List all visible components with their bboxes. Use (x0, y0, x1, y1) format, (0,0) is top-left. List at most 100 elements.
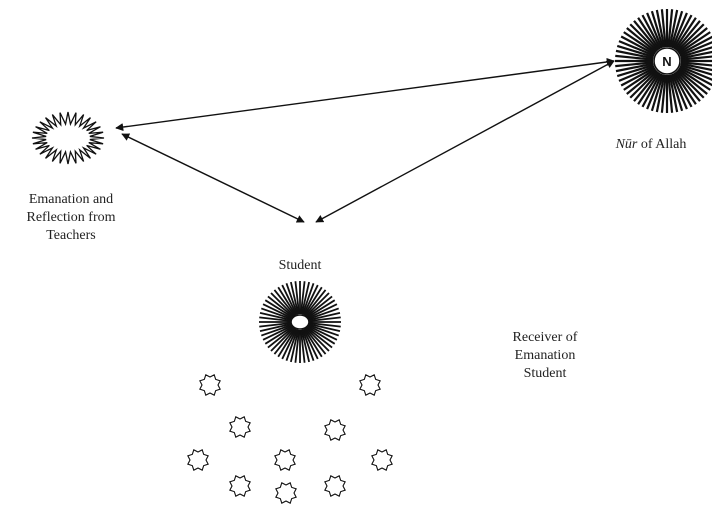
teacher-emanation-icon (31, 111, 105, 165)
sun-ray (306, 303, 338, 320)
sun-ray (680, 61, 712, 67)
sun-ray (677, 69, 708, 95)
sun-ray (306, 324, 338, 341)
sun-ray (259, 312, 293, 322)
receiver-star-icon (199, 374, 221, 396)
sun-ray (305, 292, 330, 317)
sun-ray (673, 17, 697, 50)
teachers-label-line-3: Teachers (46, 228, 96, 243)
sun-ray (629, 23, 658, 52)
sun-ray (300, 329, 310, 363)
sun-ray (672, 14, 693, 50)
receiver-star-icon (275, 482, 297, 504)
sun-ray (675, 71, 701, 102)
receiver-label-line-1: Receiver of (512, 330, 578, 345)
sun-ray (290, 281, 300, 315)
sun-ray (650, 74, 664, 112)
sun-ray (261, 307, 293, 321)
sun-ray (633, 71, 659, 102)
sun-ray (300, 281, 306, 315)
sun-ray (307, 307, 339, 321)
sun-ray (679, 41, 712, 57)
sun-ray (615, 49, 654, 60)
receiver-label-line-3: Student (523, 366, 567, 381)
sun-ray (660, 74, 667, 113)
sun-ray (307, 323, 339, 337)
arrow-teachers-nur (115, 57, 615, 132)
sun-ray (678, 67, 711, 91)
sun-ray (281, 284, 298, 316)
sun-ray (277, 286, 297, 316)
sun-ray (303, 328, 323, 358)
sun-ray (641, 14, 662, 50)
sun-ray (264, 325, 294, 345)
sun-ray (667, 9, 674, 48)
sun-ray (306, 325, 336, 345)
teachers-label: Emanation and Reflection from Teachers (0, 191, 142, 245)
sun-ray (300, 281, 310, 315)
nur-label-rest: of Allah (637, 137, 687, 152)
nur-label: Nūr of Allah (590, 136, 712, 154)
sun-ray (676, 70, 705, 99)
sun-ray (302, 284, 319, 316)
student-core (290, 314, 310, 330)
sun-ray (615, 62, 654, 73)
nur-core (653, 47, 681, 75)
sun-ray (618, 65, 655, 82)
sun-ray (623, 31, 656, 55)
sun-ray (285, 329, 299, 361)
sun-ray (277, 328, 297, 358)
sun-ray (670, 10, 684, 48)
nur-symbol: N (662, 54, 671, 69)
sun-ray (262, 303, 294, 320)
receiver-star-icon (324, 475, 346, 497)
sun-ray (294, 329, 300, 363)
sun-ray (678, 66, 712, 87)
sun-ray (615, 54, 654, 61)
sun-ray (673, 72, 697, 105)
sun-ray (616, 44, 654, 58)
sun-ray (668, 74, 679, 113)
sun-ray (618, 40, 655, 57)
sun-ray (637, 17, 661, 50)
sun-ray (267, 326, 295, 349)
sun-ray (626, 69, 657, 95)
sun-ray (615, 61, 654, 68)
sun-ray (270, 292, 295, 317)
receiver-star-icon (229, 475, 251, 497)
sun-ray (273, 289, 296, 317)
sun-ray (633, 20, 659, 51)
sun-ray (629, 70, 658, 99)
sun-ray (650, 10, 664, 48)
sun-ray (307, 322, 341, 328)
receiver-star-icon (274, 449, 296, 471)
sun-ray (305, 295, 333, 318)
sun-ray (302, 328, 319, 360)
sun-ray (616, 64, 654, 78)
sun-ray (646, 73, 663, 110)
sun-ray (259, 322, 293, 328)
sun-ray (290, 329, 300, 363)
sun-ray (641, 72, 662, 108)
sun-ray (668, 9, 679, 48)
teachers-label-line-2: Reflection from (26, 210, 116, 225)
nur-label-italic: Nūr (615, 137, 638, 152)
sun-ray (264, 299, 294, 319)
sun-ray (678, 35, 712, 56)
sun-ray (304, 327, 327, 355)
teachers-label-line-1: Emanation and (28, 192, 114, 207)
receiver-star-icon (229, 416, 251, 438)
sun-ray (270, 327, 295, 352)
sun-ray (261, 323, 293, 337)
sun-ray (307, 316, 341, 322)
sun-ray (623, 67, 656, 91)
student-label: Student (278, 258, 322, 273)
sun-ray (655, 9, 666, 48)
receiver-star-icon (359, 374, 381, 396)
sun-ray (676, 23, 705, 52)
receiver-star-icon (371, 449, 393, 471)
sun-ray (294, 281, 300, 315)
sun-ray (670, 74, 684, 112)
